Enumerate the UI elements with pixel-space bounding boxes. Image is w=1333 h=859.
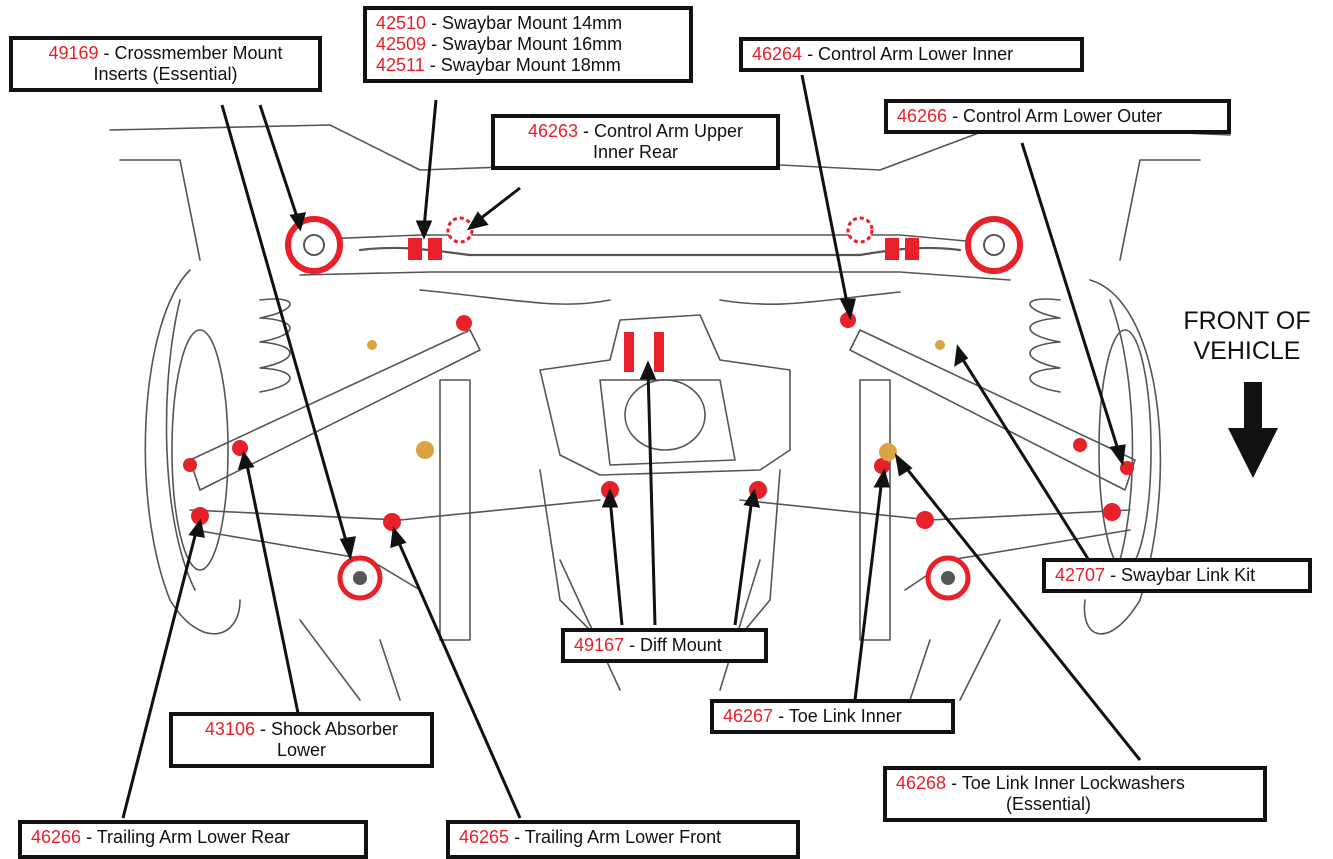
label-toe-link-lockwashers: 46268 - Toe Link Inner Lockwashers (Esse… (883, 766, 1267, 822)
part-number: 49167 (574, 635, 625, 655)
part-description: - Toe Link Inner (773, 706, 902, 726)
part-description: - Swaybar Mount 14mm (426, 13, 623, 33)
part-description-line2: Inserts (Essential) (93, 64, 238, 84)
label-toe-link-inner: 46267 - Toe Link Inner (710, 699, 955, 734)
part-number: 42510 (376, 13, 427, 33)
label-swaybar-link-kit: 42707 - Swaybar Link Kit (1042, 558, 1312, 593)
part-number: 46267 (723, 706, 774, 726)
label-control-arm-upper: 46263 - Control Arm Upper Inner Rear (491, 114, 780, 170)
label-trailing-arm-lower-front: 46265 - Trailing Arm Lower Front (446, 820, 800, 859)
part-description: - Control Arm Lower Outer (947, 106, 1163, 126)
front-of-vehicle-line1: FRONT OF (1183, 307, 1311, 335)
label-crossmember-mount: 49169 - Crossmember Mount Inserts (Essen… (9, 36, 322, 92)
front-arrow-icon (1228, 382, 1278, 478)
part-number: 43106 (204, 719, 255, 739)
part-description-line2: Inner Rear (592, 142, 679, 162)
part-number: 46263 (527, 121, 578, 141)
part-description: - Swaybar Mount 18mm (424, 55, 621, 75)
part-number: 42707 (1055, 565, 1106, 585)
part-description: - Control Arm Upper (578, 121, 744, 141)
label-shock-absorber-lower: 43106 - Shock Absorber Lower (169, 712, 434, 768)
bushing-parts (183, 216, 1134, 601)
part-number: 42509 (376, 34, 427, 54)
part-description-line2: Lower (276, 740, 327, 760)
part-number: 46266 (31, 827, 82, 847)
label-control-arm-lower-outer: 46266 - Control Arm Lower Outer (884, 99, 1231, 134)
part-number: 42511 (376, 55, 425, 75)
part-description: - Swaybar Mount 16mm (426, 34, 623, 54)
part-number: 49169 (48, 43, 99, 63)
label-control-arm-lower-inner: 46264 - Control Arm Lower Inner (739, 37, 1084, 72)
part-description-line2: (Essential) (1006, 794, 1092, 814)
label-diff-mount: 49167 - Diff Mount (561, 628, 768, 663)
part-number: 46264 (752, 44, 803, 64)
part-number: 46268 (896, 773, 947, 793)
part-description: - Diff Mount (624, 635, 722, 655)
part-description: - Control Arm Lower Inner (802, 44, 1014, 64)
part-number: 46266 (897, 106, 948, 126)
label-trailing-arm-lower-rear: 46266 - Trailing Arm Lower Rear (18, 820, 368, 859)
front-of-vehicle-label: FRONT OF VEHICLE (1172, 306, 1322, 366)
leader-lines (121, 74, 1142, 819)
part-description: - Crossmember Mount (98, 43, 283, 63)
part-number: 46265 (459, 827, 510, 847)
part-description: - Toe Link Inner Lockwashers (946, 773, 1185, 793)
label-swaybar-mount: 42510 - Swaybar Mount 14mm 42509 - Swayb… (363, 6, 693, 83)
part-description: - Swaybar Link Kit (1105, 565, 1256, 585)
part-description: - Trailing Arm Lower Rear (81, 827, 291, 847)
part-description: - Trailing Arm Lower Front (509, 827, 722, 847)
part-description: - Shock Absorber (254, 719, 399, 739)
front-of-vehicle-line2: VEHICLE (1193, 337, 1301, 365)
